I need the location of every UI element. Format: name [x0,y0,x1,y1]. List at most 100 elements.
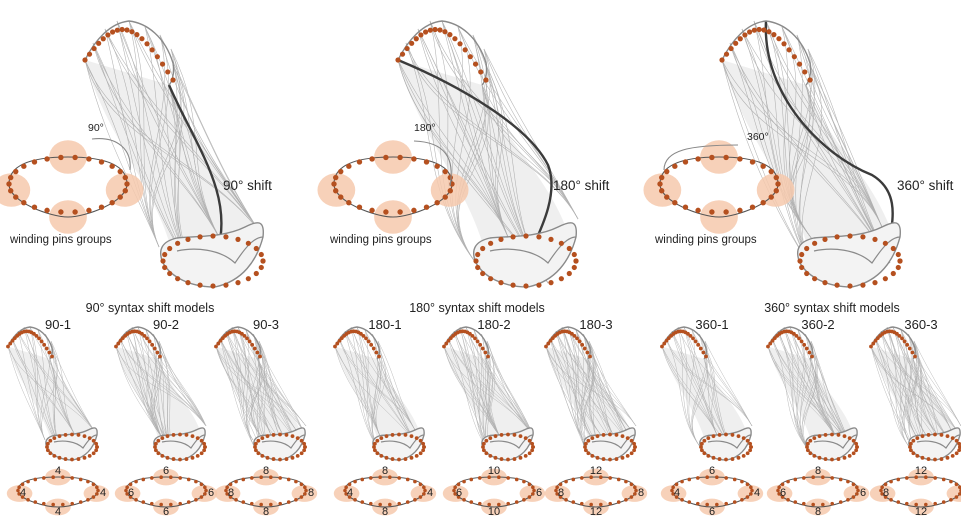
pin-dot [175,240,181,246]
pin-dot [86,498,90,502]
pin-dot [145,336,149,341]
pin-dot [383,209,389,215]
pin-dot [404,45,410,52]
pin-dot [705,475,709,480]
shift-label: 180° shift [553,178,610,193]
pin-dot [134,498,138,502]
pin-dot [42,476,46,480]
string-line [447,337,534,436]
string-line [908,333,961,436]
pin-count-right: 6 [536,487,542,499]
pin-dot [235,236,241,242]
pin-dot [571,477,576,482]
pin-dot [802,69,808,75]
string-line [809,64,883,228]
string-line [485,340,500,436]
top-edge [397,20,488,86]
pin-dot [409,40,415,46]
pin-dot [497,502,501,507]
pin-dot [487,502,491,507]
pin-dot [124,488,128,493]
pin-dot [760,200,766,206]
pin-dot [536,282,542,288]
string-line [40,333,50,441]
pin-dot [711,434,716,439]
string-line [777,330,808,449]
string-lines [545,326,637,461]
pin-dot [531,492,535,496]
pin-dot [580,476,584,480]
pin-dot [37,336,41,341]
pin-dot [78,500,83,504]
pin-dot [462,47,468,53]
pin-dot [522,498,526,502]
pin-dot [44,346,49,351]
pin-dot [772,336,777,341]
pin-dot [872,280,878,286]
pin-dot [614,433,619,437]
string-line [377,340,416,431]
pin-dot [475,339,480,344]
rotation-arrow [91,138,131,171]
shift-label: 90° shift [223,178,272,193]
pin-dot [379,453,384,458]
pin-dot [530,448,535,453]
pin-dot [699,448,704,453]
string-line [777,330,836,437]
pin-dot [203,445,207,449]
pin-dot [70,457,74,462]
pin-count-left: 6 [128,487,134,499]
pin-dot [156,438,161,443]
string-line [338,337,416,431]
pin-dot [241,477,246,482]
pin-dot [696,342,701,347]
pin-dot [256,438,261,443]
pin-dot [388,475,392,480]
pin-dot [793,500,798,504]
pin-dot [872,236,878,242]
pin-dot [723,51,730,57]
string-line [115,346,162,437]
pin-dot [335,341,340,346]
winding-model-large [719,20,903,289]
pin-dot [575,336,579,341]
pin-dot [338,194,344,200]
pin-dot [45,441,50,446]
pin-dot [299,482,304,487]
pin-dot [823,457,828,461]
pin-dot [773,188,779,194]
pin-dot [854,448,859,453]
pin-dot [286,500,291,504]
pin-dot [197,234,203,240]
string-line [441,20,509,238]
string-line [913,340,961,427]
pin-groups-ring [0,140,144,234]
pin-dot [255,350,260,355]
section-title: 90° syntax shift models [86,301,215,315]
string-line [119,337,207,427]
string-line [219,337,284,437]
ring-pins [670,475,754,507]
pin-count-top: 12 [915,465,927,477]
pin-dot [732,500,737,504]
pin-dot [880,485,884,490]
pin-dot [871,341,876,346]
string-lines [215,326,307,461]
pin-dot [397,154,403,161]
pin-dot [6,181,12,187]
pins [442,329,535,462]
pin-dot [786,479,790,484]
pin-dot [134,32,140,38]
string-line [116,20,221,240]
string-line [350,326,416,431]
pin-dot [736,434,741,439]
string-line [417,28,509,238]
string-line [150,34,169,248]
pins [6,329,99,462]
string-line [215,346,306,436]
pin-dot [8,188,14,194]
pin-dot [169,475,173,480]
pin-groups-ring [643,140,795,234]
pin-dot [452,36,458,42]
